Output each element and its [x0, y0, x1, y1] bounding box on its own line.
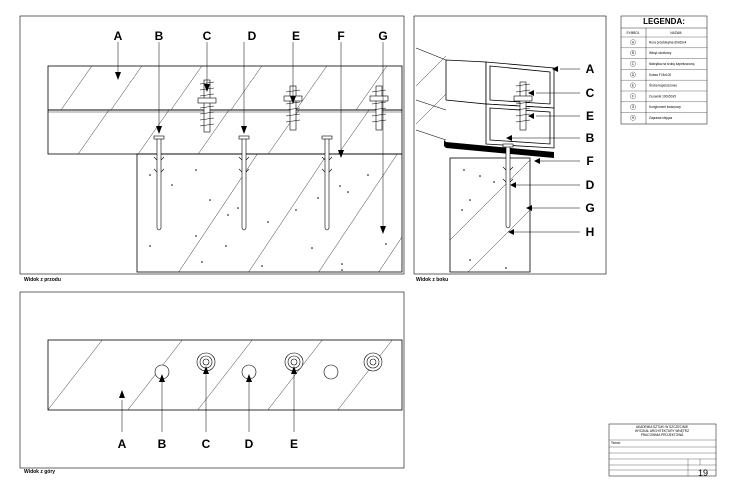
front-anchors	[153, 135, 333, 231]
top-labels: A B C D E	[118, 437, 298, 451]
side-view-caption: Widok z boku	[416, 277, 448, 283]
top-profile	[47, 339, 403, 411]
front-view: A B C D E F G Widok z przodu	[19, 15, 405, 283]
legend-symbol-h: H	[632, 116, 635, 120]
front-leader-lines	[117, 42, 384, 226]
front-profile-upper	[47, 65, 403, 111]
legend-name-c: Nakrętka na śrubę kapeluszową	[649, 62, 695, 66]
side-label-b: B	[586, 131, 595, 145]
top-view: A B C D E Widok z góry	[19, 291, 405, 475]
legend-symbol-e: E	[632, 84, 634, 88]
top-label-c: C	[202, 437, 211, 451]
legend-symbol-c: C	[632, 62, 635, 66]
top-view-frame	[19, 291, 405, 469]
side-label-h: H	[586, 225, 595, 239]
legend-symbol-circle	[630, 61, 636, 67]
front-labels: A B C D E F G	[114, 29, 388, 43]
side-label-g: G	[585, 201, 594, 215]
legend-symbol-g: G	[632, 105, 635, 109]
legend-frame	[620, 15, 708, 125]
legend-symbol-circle	[630, 104, 636, 110]
top-label-a: A	[118, 437, 127, 451]
side-stone-block	[449, 157, 531, 273]
legend: LEGENDA: SYMBOL NAZWA A Rura prostokątna …	[620, 15, 708, 125]
top-label-e: E	[290, 437, 298, 451]
side-label-a: A	[586, 62, 595, 76]
legend-header-symbol: SYMBOL	[626, 31, 640, 35]
legend-title: LEGENDA:	[643, 17, 685, 26]
front-view-frame	[19, 15, 405, 275]
legend-symbol-a: A	[632, 40, 635, 44]
side-label-d: D	[586, 178, 595, 192]
title-header-line-2: WYDZIAŁ ARCHITEKTURY WNĘTRZ	[635, 429, 689, 433]
side-label-f: F	[586, 154, 593, 168]
side-label-e: E	[586, 109, 594, 123]
front-label-c: C	[203, 29, 212, 43]
title-block: AKADEMIA SZTUKI W SZCZECINIE WYDZIAŁ ARC…	[608, 423, 717, 478]
front-view-caption: Widok z przodu	[24, 277, 61, 283]
legend-symbol-circle	[630, 39, 636, 45]
front-stone-block	[136, 153, 403, 273]
legend-header-name: NAZWA	[670, 31, 682, 35]
legend-name-e: Śruba kapeluszowa	[649, 83, 677, 88]
front-label-f: F	[337, 29, 344, 43]
legend-symbol-circle	[630, 82, 636, 89]
title-header-line-3: PRACOWNIA PROJEKTOWA	[641, 433, 684, 437]
front-label-e: E	[292, 29, 300, 43]
legend-name-d: Kotwa FI 8x100	[649, 73, 671, 77]
front-aggregate-dots	[149, 169, 387, 271]
legend-symbol-b: B	[632, 51, 634, 55]
page-number: 19	[698, 468, 708, 478]
side-channel	[446, 142, 554, 158]
legend-name-g: Kongloment kwarcowy	[649, 105, 681, 109]
legend-symbol-circle	[630, 93, 636, 99]
title-block-frame	[608, 423, 717, 477]
legend-symbol-circle	[630, 115, 636, 121]
front-label-b: B	[155, 29, 164, 43]
legend-name-a: Rura prostokątna 60x60x4	[649, 40, 687, 44]
side-tubes	[445, 59, 555, 149]
front-label-g: G	[378, 29, 387, 43]
top-label-d: D	[245, 437, 254, 451]
top-view-caption: Widok z góry	[24, 469, 55, 475]
side-view: A C E B F D G H Widok z boku	[413, 15, 607, 283]
front-arrowheads	[115, 72, 386, 234]
front-label-d: D	[248, 29, 257, 43]
front-label-a: A	[114, 29, 123, 43]
legend-name-h: Zaprawa klejąca	[649, 116, 672, 120]
legend-symbol-d: D	[632, 73, 635, 77]
top-holes	[154, 352, 383, 380]
legend-symbol-circle	[630, 50, 636, 56]
legend-symbol-f: F	[632, 94, 634, 98]
side-labels: A C E B F D G H	[585, 62, 594, 239]
title-header-line-1: AKADEMIA SZTUKI W SZCZECINIE	[636, 425, 688, 429]
side-label-c: C	[586, 86, 595, 100]
side-bolt-anchor	[502, 81, 533, 229]
legend-symbol-circle	[630, 71, 636, 78]
legend-name-f: Ceownik 100x50x5	[649, 94, 676, 98]
legend-name-b: Wkręt stożkowy	[649, 51, 672, 55]
side-view-frame	[413, 15, 607, 275]
top-label-b: B	[158, 437, 167, 451]
front-profile-lower	[47, 109, 403, 155]
title-project-label: Temat:	[611, 441, 621, 445]
